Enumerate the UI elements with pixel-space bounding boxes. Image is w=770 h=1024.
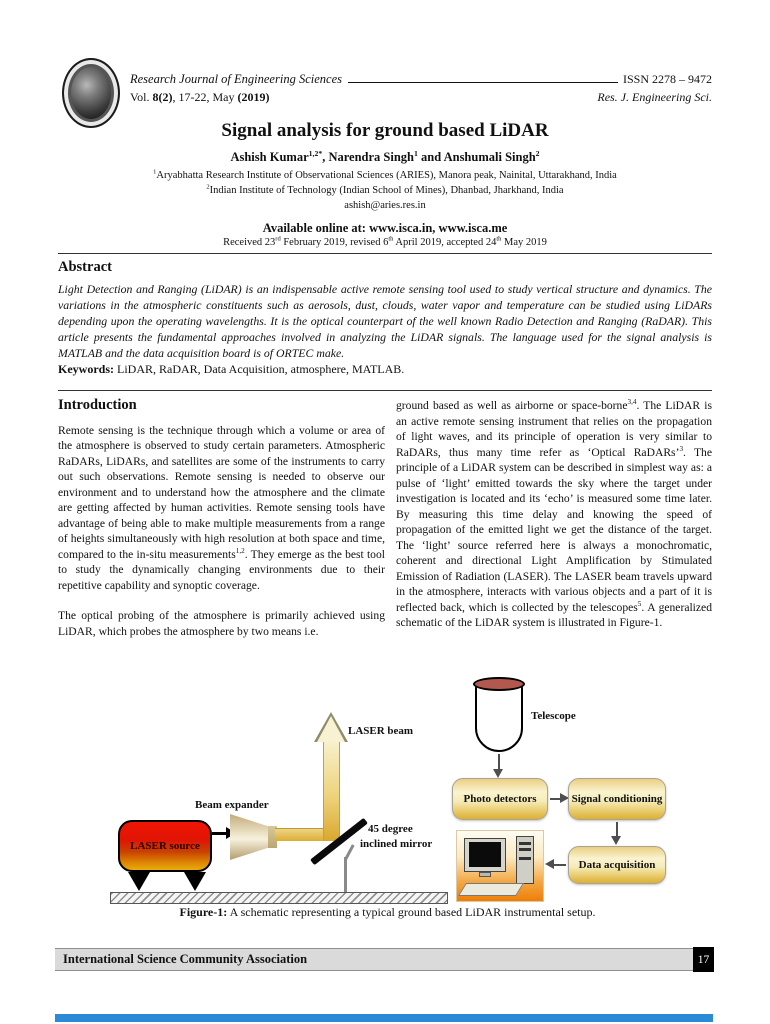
intro-paragraph-1: Remote sensing is the technique through … — [58, 423, 385, 592]
authors-line: Ashish Kumar1,2*, Narendra Singh1 and An… — [230, 148, 540, 164]
mirror-mount-pole — [344, 857, 347, 895]
right-column: ground based as well as airborne or spac… — [396, 398, 712, 646]
contact-email: ashish@aries.res.in — [344, 200, 426, 211]
abstract-heading: Abstract — [58, 259, 112, 275]
computer-monitor — [464, 838, 506, 872]
telescope-cylinder — [475, 684, 523, 752]
laser-foot-right — [184, 872, 206, 891]
beam-expander-label: Beam expander — [195, 799, 269, 811]
arrow-data-to-computer-head — [545, 859, 554, 869]
ground-hatch — [110, 892, 448, 904]
arrow-data-to-computer — [553, 864, 566, 866]
intro-paragraph-2: The optical probing of the atmosphere is… — [58, 609, 385, 638]
laser-source-box: LASER source — [118, 820, 212, 872]
arrow-source-to-expander — [212, 832, 228, 835]
header-underline — [347, 73, 618, 83]
bottom-blue-bar — [55, 1014, 713, 1022]
arrow-signal-to-data — [616, 822, 618, 838]
computer-screen — [469, 842, 501, 867]
affiliation-1: 1Aryabhatta Research Institute of Observ… — [153, 168, 617, 181]
arrow-telescope-to-detectors-head — [493, 769, 503, 778]
page-title: Signal analysis for ground based LiDAR — [221, 120, 549, 141]
computer-tower — [516, 836, 534, 884]
keywords-line: Keywords: LiDAR, RaDAR, Data Acquisition… — [58, 362, 405, 376]
laser-beam-label: LASER beam — [348, 725, 414, 737]
computer-keyboard — [457, 883, 525, 896]
signal-conditioning-box: Signal conditioning — [568, 778, 666, 820]
computer-monitor-stand — [479, 872, 491, 877]
arrow-telescope-to-detectors — [498, 754, 500, 771]
telescope-label: Telescope — [531, 710, 576, 722]
telescope-aperture — [473, 677, 525, 691]
intro-paragraph-3: ground based as well as airborne or spac… — [396, 398, 712, 629]
vertical-laser-beam — [323, 741, 340, 841]
introduction-heading: Introduction — [58, 397, 137, 413]
arrow-detectors-to-signal — [550, 798, 563, 800]
abstract-text: Light Detection and Ranging (LiDAR) is a… — [58, 282, 712, 360]
available-online-line: Available online at: www.isca.in, www.is… — [262, 221, 508, 235]
divider-top — [58, 253, 712, 254]
arrow-signal-to-data-head — [611, 836, 621, 845]
volume-info: Vol. 8(2), 17-22, May (2019) — [130, 90, 270, 104]
computer-illustration — [456, 830, 544, 902]
laser-beam-arrowhead — [317, 716, 345, 742]
data-acquisition-box: Data acquisition — [568, 846, 666, 884]
journal-abbrev: Res. J. Engineering Sci. — [597, 90, 712, 104]
received-dates-line: Received 23rd February 2019, revised 6th… — [223, 235, 547, 248]
journal-logo-icon — [62, 58, 120, 128]
laser-foot-left — [128, 872, 150, 891]
page-number-badge: 17 — [693, 947, 714, 972]
mirror-label-line2: inclined mirror — [360, 838, 433, 850]
arrow-detectors-to-signal-head — [560, 793, 569, 803]
beam-expander-throat — [268, 826, 277, 848]
figure-1: Beam expander LASER source LASER beam 45… — [60, 668, 715, 933]
photo-detectors-box: Photo detectors — [452, 778, 548, 820]
divider-abstract — [58, 390, 712, 391]
mirror-label-line1: 45 degree — [368, 823, 413, 835]
journal-name: Research Journal of Engineering Sciences — [130, 72, 342, 86]
beam-expander-horn — [230, 814, 270, 860]
affiliation-2: 2Indian Institute of Technology (Indian … — [206, 183, 564, 196]
figure-caption: Figure-1: A schematic representing a typ… — [179, 905, 596, 919]
journal-issn: ISSN 2278 – 9472 — [622, 72, 712, 86]
footer-association-bar: International Science Community Associat… — [55, 948, 713, 971]
page-header: Research Journal of Engineering Sciences… — [130, 72, 712, 105]
left-column: Introduction Remote sensing is the techn… — [58, 397, 385, 654]
